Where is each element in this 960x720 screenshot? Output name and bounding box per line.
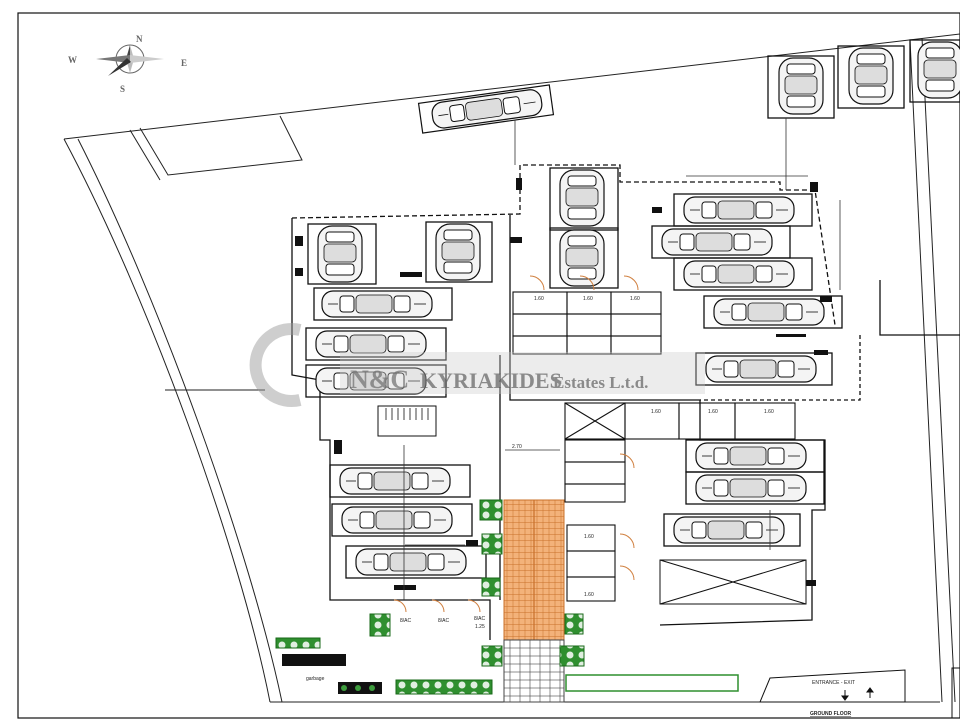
ac-label: 8/AC: [438, 618, 450, 624]
parking-row-left: [305, 287, 487, 579]
ac-label: 8/AC: [400, 618, 412, 624]
stair-ramp: [377, 405, 565, 703]
ac-label: 8/AC: [474, 616, 486, 622]
doors: [393, 275, 639, 613]
floor-label: GROUND FLOOR: [810, 711, 851, 717]
parking-angled: [417, 84, 555, 134]
compass-south: S: [120, 84, 125, 94]
dim-label: 1.60: [630, 296, 640, 302]
building-outline: [291, 164, 960, 640]
compass-west: W: [68, 55, 77, 65]
dim-label: 1.60: [708, 409, 718, 415]
ramp-area: [659, 559, 906, 703]
dim-label: 1.60: [534, 296, 544, 302]
dim-label: 1.25: [475, 624, 485, 630]
watermark-name: KYRIAKIDES: [420, 368, 562, 393]
compass-east: E: [181, 58, 187, 68]
parking-row-top: [307, 39, 960, 289]
watermark-sub: Estates L.t.d.: [553, 373, 648, 392]
watermark-logo: N&C KYRIAKIDES Estates L.t.d.: [249, 323, 705, 407]
dim-label: 1.60: [651, 409, 661, 415]
dim-label: 1.60: [584, 592, 594, 598]
watermark-brand: N&C: [350, 365, 409, 394]
compass-north: N: [136, 34, 143, 44]
garbage-bins: [282, 654, 382, 694]
parking-row-right: [651, 193, 843, 547]
dim-label: 1.60: [583, 296, 593, 302]
entrance-arrows: [841, 687, 874, 701]
dim-label: 1.60: [764, 409, 774, 415]
drawing-frame: [17, 12, 960, 719]
dimension-lines: [403, 118, 841, 600]
planters: [275, 499, 739, 695]
entrance-label: ENTRANCE - EXIT: [812, 680, 855, 686]
wall-pieces: [295, 178, 832, 590]
compass-rose: N S E W: [68, 34, 187, 94]
garbage-label: garbage: [306, 676, 325, 682]
title-block: [951, 667, 960, 719]
dim-label: 2.70: [512, 444, 522, 450]
dim-label: 1.60: [584, 534, 594, 540]
storage-rooms: [512, 291, 796, 602]
site-boundary: [63, 33, 960, 703]
